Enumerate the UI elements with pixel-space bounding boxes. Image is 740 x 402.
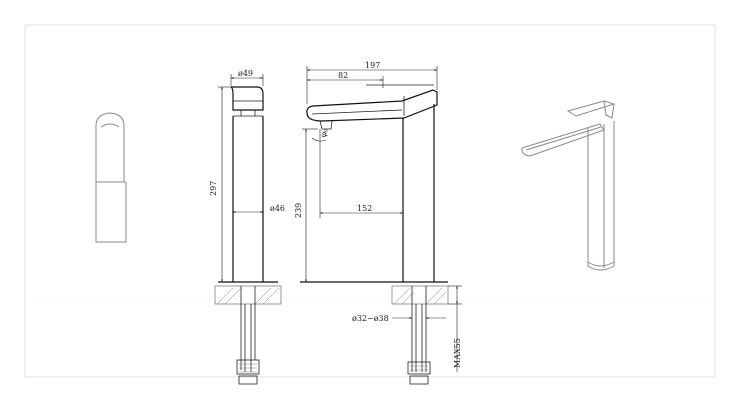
angle-label: φ₀ [318, 127, 329, 138]
spout-height-label: 239 [294, 203, 303, 218]
perspective-view [521, 100, 616, 271]
max-thickness-label: MAX55 [453, 338, 462, 368]
drawing-frame [24, 24, 716, 378]
side-view: ø49 297 ø46 [209, 69, 285, 385]
top-diameter-label: ø49 [238, 69, 253, 78]
handle-reach-label: 82 [338, 71, 348, 80]
total-height-label: 297 [209, 181, 218, 196]
top-view [95, 112, 127, 243]
spout-reach-label: 197 [365, 61, 380, 70]
base-to-spout-label: 152 [357, 204, 372, 213]
hole-diameter-label: ø32~ø38 [352, 314, 389, 323]
body-diameter-label: ø46 [270, 204, 285, 213]
front-view: 197 82 239 152 φ₀ ø32~ø38 MAX55 [294, 61, 462, 385]
